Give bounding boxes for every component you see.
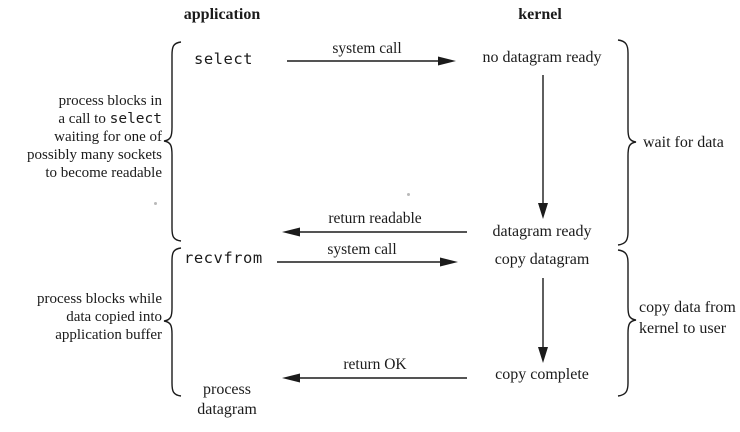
recvfrom-annotation-line1: process blocks while — [37, 291, 162, 307]
process-datagram-line1: process — [203, 381, 251, 398]
no-datagram-ready-label: no datagram ready — [482, 49, 602, 66]
select-annotation-line2-code: select — [109, 111, 162, 127]
system-call-label-recvfrom: system call — [327, 241, 397, 258]
select-annotation-line5: to become readable — [45, 165, 162, 181]
recvfrom-annotation-line3: application buffer — [55, 327, 162, 343]
recvfrom-block-brace — [163, 247, 182, 397]
select-annotation-line2: a call to select — [0, 110, 162, 128]
recvfrom-block-annotation: process blocks while data copied into ap… — [0, 290, 162, 344]
copy-data-label: copy data from kernel to user — [639, 297, 736, 339]
copy-complete-label: copy complete — [495, 366, 589, 383]
select-block-brace — [163, 41, 182, 242]
process-datagram-line2: datagram — [197, 401, 257, 418]
process-datagram-label: process datagram — [177, 380, 277, 420]
system-call-label-select: system call — [332, 40, 402, 57]
select-block-annotation: process blocks in a call to select waiti… — [0, 92, 162, 182]
copy-data-label-line2: kernel to user — [639, 320, 727, 337]
application-column-header: application — [183, 6, 261, 23]
recvfrom-annotation-line2: data copied into — [66, 309, 162, 325]
select-annotation-line3: waiting for one of — [54, 129, 162, 145]
return-readable-label: return readable — [328, 210, 422, 227]
return-ok-arrow — [282, 373, 467, 383]
wait-for-data-arrow — [538, 75, 548, 219]
datagram-ready-label: datagram ready — [492, 223, 592, 240]
scan-speck — [154, 202, 157, 205]
scan-speck — [407, 193, 410, 196]
wait-for-data-brace — [617, 39, 637, 246]
select-annotation-line4: possibly many sockets — [27, 147, 162, 163]
return-readable-arrow — [282, 227, 467, 237]
recvfrom-call-label: recvfrom — [184, 249, 263, 267]
select-annotation-line1: process blocks in — [58, 93, 162, 109]
copy-data-label-line1: copy data from — [639, 299, 736, 316]
return-ok-label: return OK — [343, 356, 407, 373]
copy-data-arrow — [538, 278, 548, 363]
select-call-label: select — [194, 50, 253, 68]
copy-datagram-label: copy datagram — [494, 251, 590, 268]
select-annotation-line2-prefix: a call to — [58, 111, 110, 127]
kernel-column-header: kernel — [518, 6, 562, 23]
wait-for-data-label: wait for data — [643, 134, 724, 151]
